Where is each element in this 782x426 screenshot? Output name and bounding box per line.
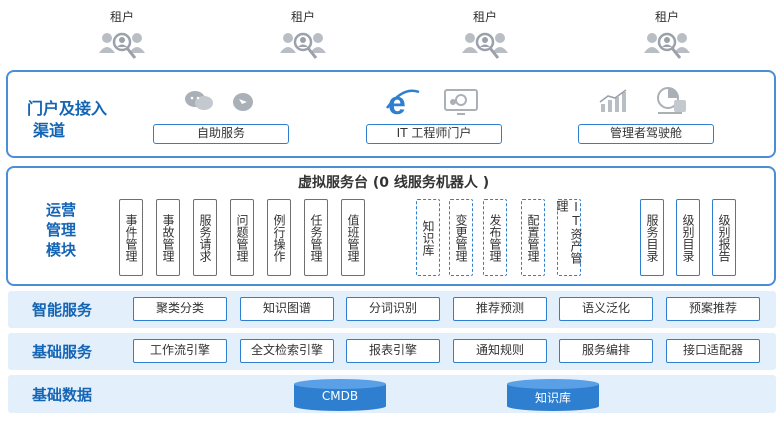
svc-semantic-generalization[interactable]: 语义泛化 [559, 297, 653, 321]
monitor-engineer-icon [444, 89, 478, 115]
module-label: 知识库 [421, 219, 435, 256]
tenant-label: 租户 [109, 10, 134, 24]
module-configuration-management[interactable]: 配置管理 [521, 199, 545, 276]
module-label: 变更管理 [454, 213, 468, 262]
knowledge-base-database-icon[interactable] [506, 378, 600, 412]
cmdb-database-icon[interactable] [293, 378, 387, 412]
module-label: 发布管理 [488, 213, 502, 262]
module-label: 任务管理 [309, 213, 323, 262]
module-level-catalog[interactable]: 级别目录 [676, 199, 700, 276]
operations-title-line: 模块 [46, 241, 77, 259]
svc-notification-rules[interactable]: 通知规则 [453, 339, 547, 363]
tenant-label: 租户 [290, 10, 315, 24]
svc-knowledge-graph[interactable]: 知识图谱 [240, 297, 334, 321]
module-label: IT资产管理 [555, 200, 583, 264]
module-label: 例行操作 [272, 213, 286, 262]
browser-e-icon: e [385, 86, 420, 118]
module-label: 问题管理 [235, 213, 249, 262]
module-problem-management[interactable]: 问题管理 [230, 199, 254, 276]
module-incident-management[interactable]: 事件管理 [119, 199, 143, 276]
module-routine-operations[interactable]: 例行操作 [267, 199, 291, 276]
module-level-report[interactable]: 级别报告 [712, 199, 736, 276]
module-label: 级别报告 [717, 213, 731, 262]
svc-fulltext-search-engine[interactable]: 全文检索引擎 [240, 339, 334, 363]
svc-plan-recommendation[interactable]: 预案推荐 [666, 297, 760, 321]
module-knowledge-base[interactable]: 知识库 [416, 199, 440, 276]
intelligent-services-title: 智能服务 [32, 301, 93, 319]
module-service-catalog[interactable]: 服务目录 [640, 199, 664, 276]
module-label: 服务请求 [198, 213, 212, 262]
module-accident-management[interactable]: 事故管理 [156, 199, 180, 276]
basic-data-title: 基础数据 [32, 386, 93, 404]
module-label: 级别目录 [681, 213, 695, 262]
svc-word-segmentation[interactable]: 分词识别 [346, 297, 440, 321]
basic-services-title: 基础服务 [32, 343, 93, 361]
svc-interface-adapter[interactable]: 接口适配器 [666, 339, 760, 363]
channel-manager-cockpit[interactable]: 管理者驾驶舱 [578, 124, 714, 144]
tenant-label: 租户 [654, 10, 679, 24]
channel-self-service[interactable]: 自助服务 [153, 124, 289, 144]
svc-recommend-predict[interactable]: 推荐预测 [453, 297, 547, 321]
operations-title-line: 管理 [46, 221, 77, 239]
tenant-1: 租户 [82, 8, 162, 63]
module-task-management[interactable]: 任务管理 [304, 199, 328, 276]
module-label: 值班管理 [346, 213, 360, 262]
wechat-icon [185, 91, 213, 110]
bar-chart-icon [599, 89, 627, 112]
module-label: 事故管理 [161, 213, 175, 262]
tenant-search-user-icon [462, 32, 508, 59]
module-release-management[interactable]: 发布管理 [483, 199, 507, 276]
cmdb-label: CMDB [321, 389, 359, 403]
module-label: 事件管理 [124, 213, 138, 262]
module-duty-management[interactable]: 值班管理 [341, 199, 365, 276]
tenant-2: 租户 [263, 8, 343, 63]
tenant-4: 租户 [627, 8, 707, 63]
module-label: 配置管理 [526, 213, 540, 262]
svc-report-engine[interactable]: 报表引擎 [346, 339, 440, 363]
module-service-request[interactable]: 服务请求 [193, 199, 217, 276]
module-change-management[interactable]: 变更管理 [449, 199, 473, 276]
dashboard-icon [657, 87, 686, 114]
svc-clustering-classification[interactable]: 聚类分类 [133, 297, 227, 321]
portal-title: 门户及接入 渠道 [27, 98, 107, 142]
svc-service-orchestration[interactable]: 服务编排 [559, 339, 653, 363]
chat-bubble-icon [233, 93, 253, 111]
virtual-service-desk: 虚拟服务台 (0 线服务机器人 ) [298, 175, 490, 191]
svc-workflow-engine[interactable]: 工作流引擎 [133, 339, 227, 363]
knowledge-base-label: 知识库 [534, 391, 571, 405]
module-it-asset-management[interactable]: IT资产管理 [555, 199, 583, 276]
portal-title-line1: 门户及接入 [27, 99, 108, 118]
tenant-search-user-icon [644, 32, 690, 59]
module-label: 服务目录 [645, 213, 659, 262]
operations-title-line: 运营 [46, 201, 77, 219]
portal-title-line2: 渠道 [33, 121, 66, 140]
tenant-search-user-icon [280, 32, 326, 59]
channel-it-engineer-portal[interactable]: IT 工程师门户 [366, 124, 502, 144]
tenant-label: 租户 [472, 10, 497, 24]
tenant-search-user-icon [99, 32, 145, 59]
operations-title: 运营 管理 模块 [46, 200, 76, 260]
basic-data-band [8, 375, 776, 413]
tenant-3: 租户 [445, 8, 525, 63]
